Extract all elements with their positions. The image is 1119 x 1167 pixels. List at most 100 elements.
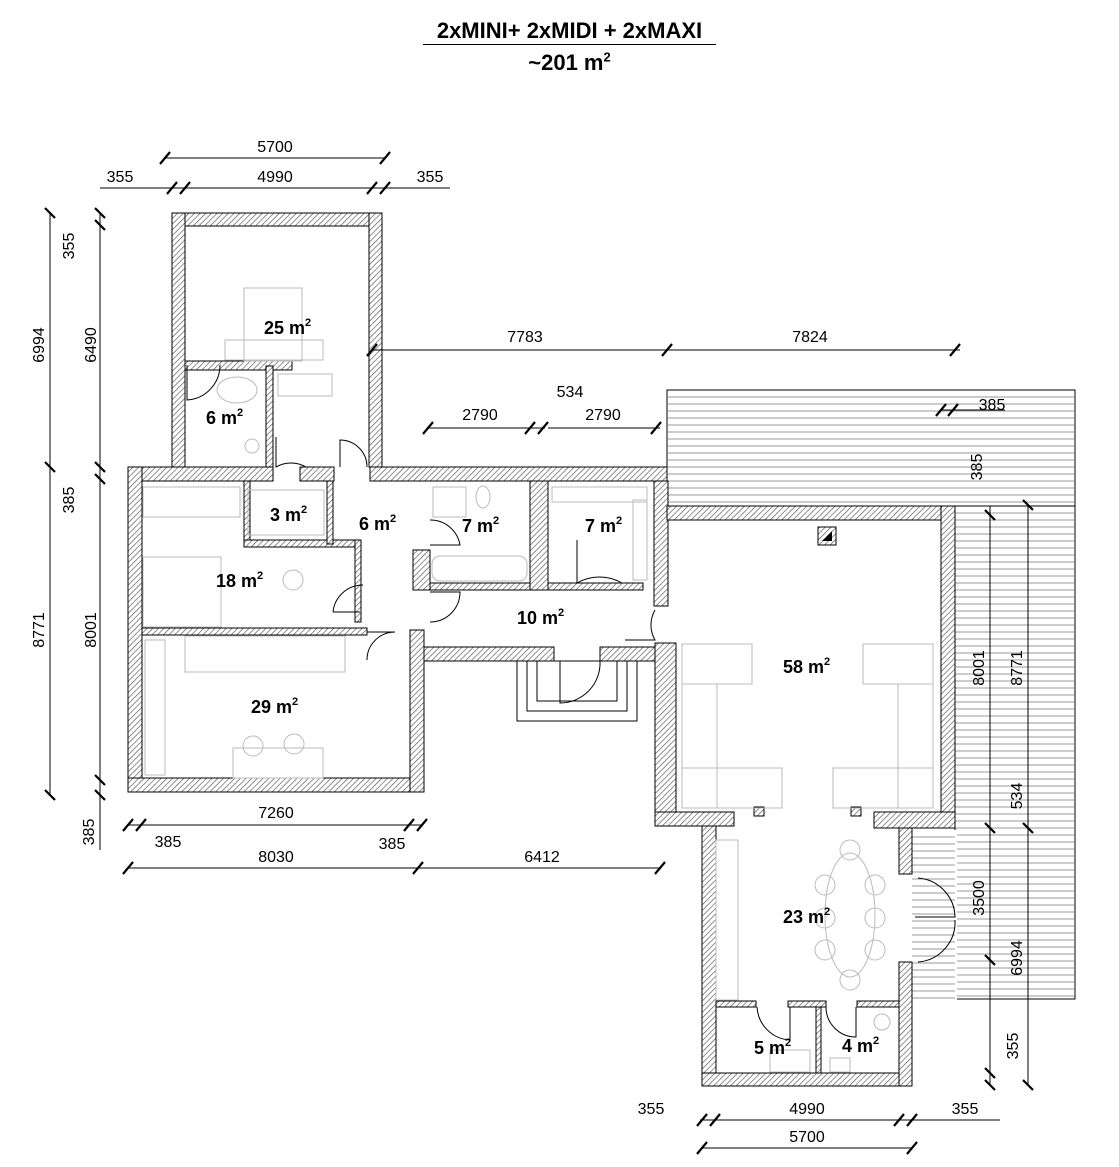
dim-label: 8030 [258, 849, 294, 866]
dim-label: 4990 [257, 169, 293, 186]
dim-label: 6412 [524, 849, 560, 866]
wall [654, 642, 677, 827]
wall [701, 1072, 913, 1087]
dimension-lines [49, 157, 1029, 1149]
room-area-label: 18 m2 [216, 570, 263, 591]
dim-label: 355 [1005, 1033, 1022, 1060]
plan-title: 2xMINI+ 2xMIDI + 2xMAXI ~201 m2 [0, 18, 1119, 76]
wardrobe [247, 489, 325, 536]
room-labels: 25 m2 6 m2 3 m2 6 m2 7 m2 7 m2 18 m2 10 … [206, 317, 879, 1058]
dim-label: 8001 [83, 612, 100, 648]
dim-label: 385 [81, 819, 98, 846]
door-swing [915, 877, 956, 918]
dim-label: 5700 [257, 139, 293, 156]
wall [898, 827, 913, 875]
wall [171, 212, 186, 468]
shower [432, 486, 467, 518]
dim-label: 7824 [792, 329, 828, 346]
sofa [862, 643, 934, 685]
dim-label: 355 [638, 1101, 665, 1118]
wall [815, 1006, 822, 1074]
wall [940, 505, 956, 829]
dim-label: 6490 [83, 327, 100, 363]
room-area-label: 23 m2 [783, 906, 830, 927]
wall [184, 360, 293, 371]
toilet [873, 1013, 891, 1031]
sofa [897, 683, 934, 809]
room-area-label: 5 m2 [754, 1037, 791, 1058]
furniture [142, 287, 934, 1073]
wall [243, 539, 362, 548]
chair [282, 569, 304, 591]
wall [369, 466, 668, 482]
room-area-label: 25 m2 [264, 317, 311, 338]
dim-label: 355 [61, 233, 78, 260]
dim-label: 6994 [1009, 940, 1026, 976]
door-swing [332, 584, 364, 613]
sofa [681, 643, 753, 685]
sofa [681, 683, 718, 809]
wall [856, 1000, 900, 1008]
door-swing [366, 631, 396, 661]
wall [171, 212, 383, 227]
pillar [850, 806, 862, 817]
wardrobe [551, 486, 648, 503]
door-swing [825, 1006, 857, 1038]
wall [898, 961, 913, 1087]
entrance-steps [516, 660, 638, 722]
wall [715, 1000, 757, 1008]
dim-label: 385 [61, 487, 78, 514]
sofa [832, 767, 934, 809]
dim-label: 5700 [789, 1129, 825, 1146]
door-swing [186, 364, 221, 401]
terrace-right [954, 505, 1076, 1000]
dim-label: 7260 [258, 805, 294, 822]
dim-label: 3500 [971, 880, 988, 916]
dim-label: 8001 [971, 650, 988, 686]
bed [243, 287, 303, 362]
wall [787, 1000, 827, 1008]
dim-label: 534 [1009, 783, 1026, 810]
dim-label: 385 [379, 836, 406, 853]
wall [354, 539, 362, 623]
room-area-label: 6 m2 [359, 513, 396, 534]
dim-label: 534 [557, 384, 584, 401]
chair [283, 733, 305, 755]
toilet [244, 438, 260, 454]
wall [529, 480, 549, 591]
bathtub [216, 376, 258, 404]
walls [127, 212, 956, 1087]
dim-label: 2790 [462, 407, 498, 424]
chair [242, 735, 264, 757]
doors [186, 364, 956, 1041]
dim-label: 2790 [585, 407, 621, 424]
door-swing [625, 609, 656, 641]
wall [666, 505, 956, 521]
dimension-labels: 5700 4990 355 355 355 6490 6994 7783 782… [31, 139, 1026, 1146]
wall [654, 811, 735, 827]
bathtub [431, 555, 528, 582]
dim-label: 8771 [31, 612, 48, 648]
dim-label: 385 [979, 397, 1006, 414]
wall [127, 466, 143, 793]
door-swing [559, 660, 601, 704]
sofa [681, 767, 783, 809]
door-swing [756, 1006, 791, 1041]
dim-label: 7783 [507, 329, 543, 346]
wall [127, 466, 274, 482]
kitchen-counter [715, 839, 739, 1001]
room-area-label: 10 m2 [517, 607, 564, 628]
dim-label: 355 [952, 1101, 979, 1118]
door-swing [339, 439, 368, 468]
door-swing [429, 591, 461, 623]
dim-label: 355 [107, 169, 134, 186]
door-swing [429, 519, 461, 546]
wardrobe [144, 639, 166, 776]
dimension-ticks [44, 151, 1034, 1155]
terrace-door-deck [912, 830, 957, 1000]
wall [299, 466, 335, 482]
terrace-top [666, 389, 1076, 507]
wall [701, 825, 717, 1087]
wall [141, 627, 368, 636]
